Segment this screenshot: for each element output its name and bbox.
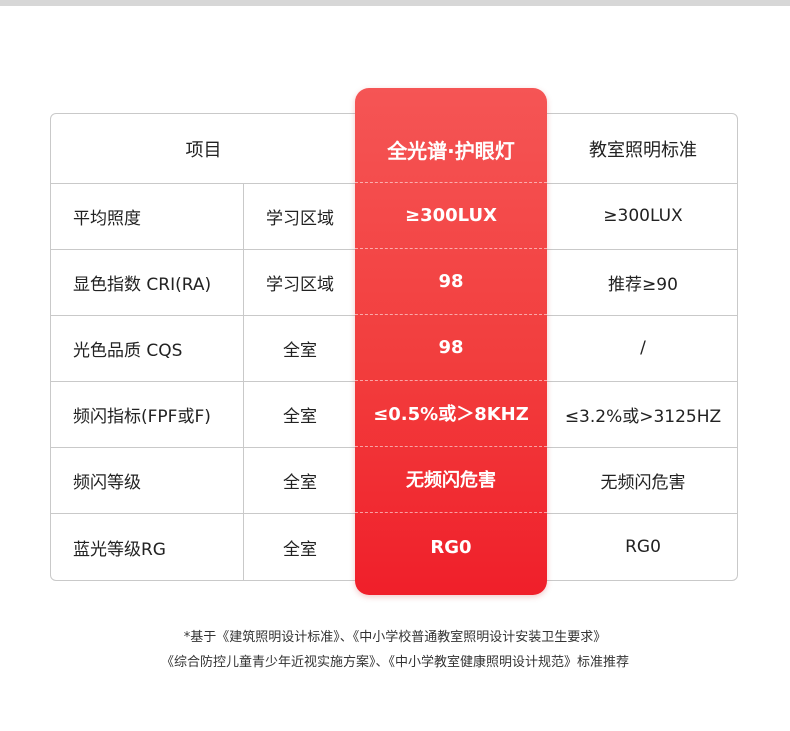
row-item-label: 光色品质 CQS (73, 340, 183, 361)
header-standard: 教室照明标准 (589, 139, 697, 161)
row-standard-value: RG0 (625, 537, 661, 557)
header-item: 项目 (185, 139, 222, 161)
row-product-value: ≤0.5%或＞8KHZ (373, 404, 529, 425)
footnote-line-1: *基于《建筑照明设计标准》、《中小学校普通教室照明设计安装卫生要求》 (183, 630, 607, 645)
column-divider (243, 183, 244, 581)
row-item-label: 频闪指标(FPF或F) (73, 406, 211, 427)
row-product-value: RG0 (430, 536, 472, 558)
row-item-label: 平均照度 (73, 208, 141, 229)
highlight-divider (355, 380, 547, 381)
row-area: 全室 (283, 406, 317, 427)
highlight-divider (355, 314, 547, 315)
product-highlight-column: 全光谱·护眼灯 ≥300LUX 98 98 ≤0.5%或＞8KHZ 无频闪危害 … (355, 88, 547, 595)
row-area: 学习区域 (266, 274, 334, 295)
row-standard-value: ≤3.2%或>3125HZ (564, 406, 722, 427)
row-standard-value: 无频闪危害 (600, 472, 686, 493)
highlight-divider (355, 446, 547, 447)
row-standard-value: ≥300LUX (603, 206, 683, 226)
footnote-line-2: 《综合防控儿童青少年近视实施方案》、《中小学教室健康照明设计规范》标准推荐 (160, 655, 629, 670)
top-divider-bar (0, 0, 790, 6)
row-area: 全室 (283, 539, 317, 560)
row-standard-value: 推荐≥90 (608, 274, 678, 295)
row-item-label: 频闪等级 (73, 472, 141, 493)
row-product-value: 无频闪危害 (406, 470, 496, 491)
header-product: 全光谱·护眼灯 (387, 138, 515, 163)
highlight-divider (355, 248, 547, 249)
row-area: 全室 (283, 472, 317, 493)
row-area: 全室 (283, 340, 317, 361)
row-area: 学习区域 (266, 208, 334, 229)
highlight-divider (355, 182, 547, 183)
row-standard-value: / (640, 338, 646, 358)
row-item-label: 显色指数 CRI(RA) (73, 274, 212, 295)
row-item-label: 蓝光等级RG (73, 539, 166, 560)
row-product-value: 98 (438, 270, 464, 292)
row-product-value: ≥300LUX (405, 204, 497, 226)
row-product-value: 98 (438, 336, 464, 358)
highlight-divider (355, 512, 547, 513)
